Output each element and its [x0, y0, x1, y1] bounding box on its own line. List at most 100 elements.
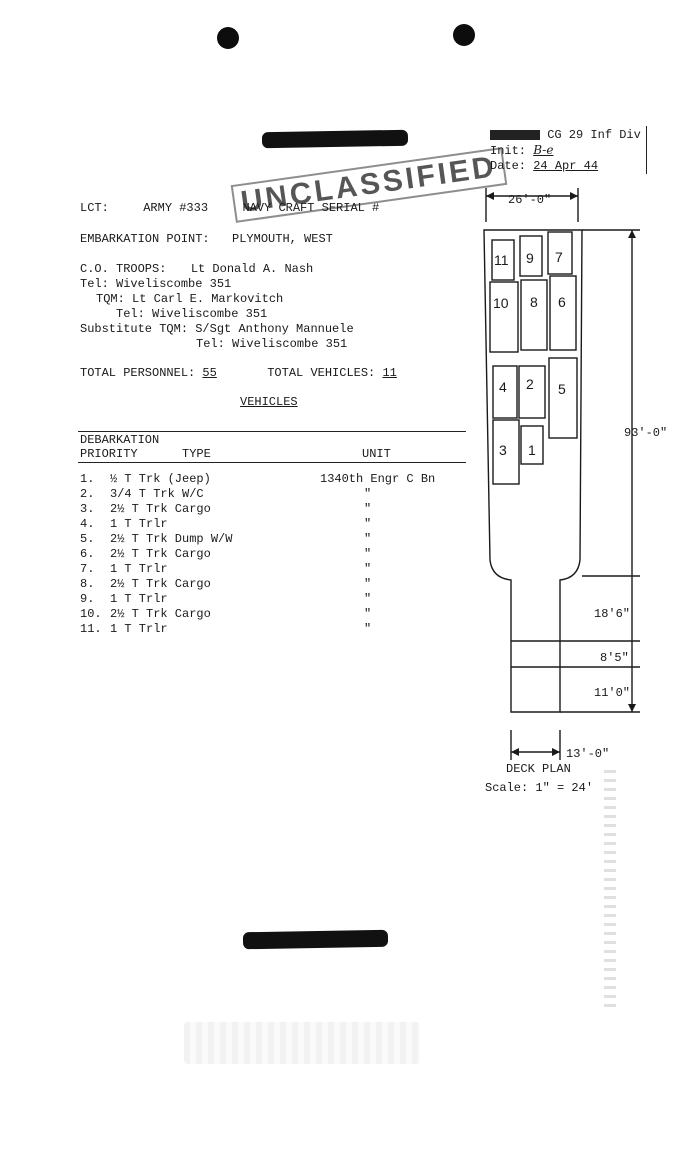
beam-arrow-left-icon: [486, 192, 494, 200]
co-tel-label: Tel:: [80, 277, 109, 291]
vehicle-unit: ": [364, 577, 372, 591]
vehicle-priority: 4.: [80, 517, 95, 531]
deck-slot-8: [520, 279, 548, 351]
sub-tqm-line: Substitute TQM: S/Sgt Anthony Mannuele: [80, 322, 354, 337]
total-vehicles-label: TOTAL VEHICLES:: [267, 366, 376, 380]
deck-slot-label-8: 8: [530, 294, 538, 310]
co-label: C.O. TROOPS:: [80, 262, 167, 276]
deck-slot-label-10: 10: [493, 295, 509, 311]
col-priority-header-1: DEBARKATION: [80, 433, 160, 447]
header-info-box: CG 29 Inf Div Init: B-e Date: 24 Apr 44: [486, 126, 647, 174]
tqm-tel-label: Tel:: [116, 307, 145, 321]
deck-slot-label-3: 3: [499, 442, 507, 458]
deck-slot-10: [489, 281, 519, 353]
length-arrow-top-icon: [628, 230, 636, 238]
header-init-label: Init:: [490, 144, 527, 158]
sub-tqm-value: S/Sgt Anthony Mannuele: [195, 322, 354, 336]
vehicle-unit: ": [364, 487, 372, 501]
vehicle-type: 2½ T Trk Cargo: [110, 607, 211, 621]
deck-slot-label-7: 7: [555, 249, 563, 265]
scan-artifact-right: [604, 770, 616, 1010]
header-init-line: Init: B-e: [490, 143, 646, 159]
vehicle-unit: ": [364, 622, 372, 636]
deck-slot-4: [492, 365, 518, 419]
tqm-tel-value: Wiveliscombe 351: [152, 307, 268, 321]
deck-slot-5: [548, 357, 578, 439]
vehicle-type: 3/4 T Trk W/C: [110, 487, 204, 501]
deck-slot-label-6: 6: [558, 294, 566, 310]
sub-tqm-tel-line: Tel: Wiveliscombe 351: [196, 337, 347, 352]
vehicle-type: ½ T Trk (Jeep): [110, 472, 211, 486]
total-personnel-label: TOTAL PERSONNEL:: [80, 366, 196, 380]
vehicle-unit: ": [364, 562, 372, 576]
sub-tqm-tel-label: Tel:: [196, 337, 225, 351]
vehicle-type: 2½ T Trk Cargo: [110, 547, 211, 561]
tqm-label: TQM:: [96, 292, 125, 306]
vehicle-priority: 5.: [80, 532, 95, 546]
co-value: Lt Donald A. Nash: [190, 262, 314, 276]
deck-slot-11: [491, 239, 515, 281]
length-dimension-label: 93'-0": [624, 426, 667, 440]
co-line: C.O. TROOPS: Lt Donald A. Nash: [80, 262, 313, 277]
header-redacted-prefix: [490, 129, 540, 140]
punch-hole-right: [453, 24, 475, 46]
sub-tqm-label: Substitute TQM:: [80, 322, 189, 336]
vehicle-type: 1 T Trlr: [110, 622, 168, 636]
vehicle-list: 1. ½ T Trk (Jeep) 1340th Engr C Bn 2. 3/4 T…: [80, 472, 460, 642]
header-date-label: Date:: [490, 159, 527, 173]
length-arrow-bottom-icon: [628, 704, 636, 712]
vehicle-priority: 10.: [80, 607, 102, 621]
col-type-header: TYPE: [182, 447, 211, 461]
vehicle-type: 2½ T Trk Dump W/W: [110, 532, 233, 546]
vehicle-unit: 1340th Engr C Bn: [320, 472, 436, 486]
deck-slot-label-11: 11: [494, 252, 509, 268]
deck-slot-9: [519, 235, 543, 277]
total-personnel-value: 55: [202, 366, 217, 380]
deck-slot-label-4: 4: [499, 379, 507, 395]
vehicles-heading: VEHICLES: [240, 395, 298, 409]
tqm-line: TQM: Lt Carl E. Markovitch: [96, 292, 283, 307]
table-header-rule: [78, 462, 466, 463]
total-vehicles-value: 11: [382, 366, 397, 380]
vehicle-priority: 8.: [80, 577, 95, 591]
header-init-value: B-e: [533, 143, 554, 157]
ramp-width-label: 13'-0": [566, 747, 609, 761]
header-date-value: 24 Apr 44: [533, 159, 599, 173]
vehicle-priority: 3.: [80, 502, 95, 516]
vehicle-type: 1 T Trlr: [110, 592, 168, 606]
vehicle-priority: 7.: [80, 562, 95, 576]
header-from-line: CG 29 Inf Div: [490, 128, 646, 143]
vehicle-type: 1 T Trlr: [110, 517, 168, 531]
deck-slot-label-1: 1: [528, 442, 536, 458]
ramp-section-1-label: 18'6": [594, 607, 630, 621]
ramp-section-3-label: 11'0": [594, 686, 630, 700]
deck-slot-label-5: 5: [558, 381, 566, 397]
vehicle-priority: 1.: [80, 472, 95, 486]
deck-plan-title: DECK PLAN: [506, 762, 571, 776]
co-tel-line: Tel: Wiveliscombe 351: [80, 277, 231, 292]
embarkation-value: PLYMOUTH, WEST: [232, 232, 333, 246]
vehicle-priority: 9.: [80, 592, 95, 606]
table-top-rule: [78, 431, 466, 432]
vehicle-unit: ": [364, 607, 372, 621]
vehicle-unit: ": [364, 517, 372, 531]
embarkation-label: EMBARKATION POINT:: [80, 232, 210, 246]
ramp-section-2-label: 8'5": [600, 651, 629, 665]
deck-slot-7: [547, 231, 573, 275]
vehicle-priority: 11.: [80, 622, 102, 636]
ramp-arrow-left-icon: [511, 748, 519, 756]
vehicle-priority: 6.: [80, 547, 95, 561]
deck-slot-label-2: 2: [526, 376, 534, 392]
deck-slot-6: [549, 275, 577, 351]
vehicle-unit: ": [364, 547, 372, 561]
totals-line: TOTAL PERSONNEL: 55 TOTAL VEHICLES: 11: [80, 366, 397, 381]
vehicle-priority: 2.: [80, 487, 95, 501]
beam-dimension-label: 26'-0": [508, 193, 551, 207]
vehicle-unit: ": [364, 532, 372, 546]
vehicle-type: 2½ T Trk Cargo: [110, 577, 211, 591]
lct-army-value: ARMY #333: [143, 201, 209, 215]
deck-slot-label-9: 9: [526, 250, 534, 266]
col-priority-header-2: PRIORITY: [80, 447, 138, 461]
beam-arrow-right-icon: [570, 192, 578, 200]
ramp-arrow-right-icon: [552, 748, 560, 756]
